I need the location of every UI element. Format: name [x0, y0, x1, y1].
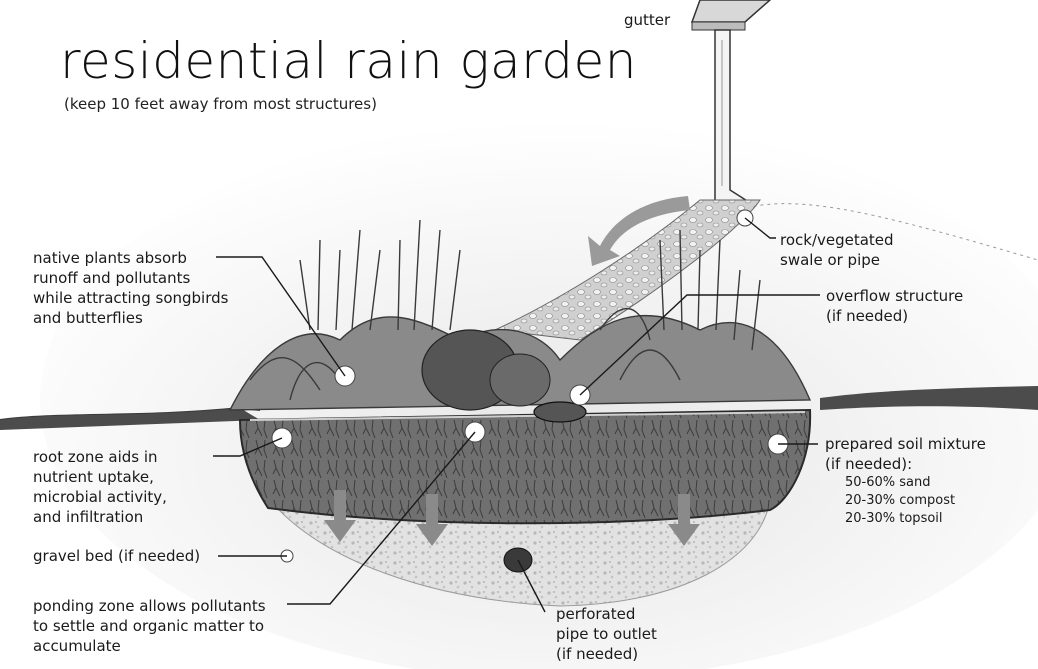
label-ponding-zone: ponding zone allows pollutants to settle…: [33, 596, 266, 656]
label-line: 50-60% sand: [825, 474, 986, 492]
label-overflow: overflow structure (if needed): [826, 286, 963, 326]
label-rock-swale: rock/vegetated swale or pipe: [780, 230, 894, 270]
label-line: 20-30% topsoil: [825, 510, 986, 528]
label-line: prepared soil mixture: [825, 434, 986, 454]
label-line: while attracting songbirds: [33, 288, 228, 308]
label-line: (if needed): [556, 644, 657, 664]
label-line: runoff and pollutants: [33, 268, 228, 288]
label-line: ponding zone allows pollutants: [33, 596, 266, 616]
label-native-plants: native plants absorb runoff and pollutan…: [33, 248, 228, 328]
label-line: swale or pipe: [780, 250, 894, 270]
label-line: nutrient uptake,: [33, 467, 167, 487]
label-gutter: gutter: [624, 10, 670, 30]
label-line: accumulate: [33, 636, 266, 656]
page-title: residential rain garden: [60, 32, 637, 90]
page-subtitle: (keep 10 feet away from most structures): [64, 95, 377, 113]
label-line: and infiltration: [33, 507, 167, 527]
label-line: (if needed): [826, 306, 963, 326]
label-line: microbial activity,: [33, 487, 167, 507]
label-line: and butterflies: [33, 308, 228, 328]
shrub-right: [490, 354, 550, 406]
label-line: rock/vegetated: [780, 230, 894, 250]
label-line: root zone aids in: [33, 447, 167, 467]
label-line: pipe to outlet: [556, 624, 657, 644]
soil-basin: [240, 410, 810, 523]
label-line: 20-30% compost: [825, 492, 986, 510]
label-root-zone: root zone aids in nutrient uptake, micro…: [33, 447, 167, 527]
label-line: native plants absorb: [33, 248, 228, 268]
label-line: perforated: [556, 604, 657, 624]
label-line: to settle and organic matter to: [33, 616, 266, 636]
label-perforated-pipe: perforated pipe to outlet (if needed): [556, 604, 657, 664]
label-soil-mixture: prepared soil mixture (if needed): 50-60…: [825, 434, 986, 528]
label-gravel-bed: gravel bed (if needed): [33, 546, 200, 566]
house-roof: [692, 0, 770, 30]
label-line: (if needed):: [825, 454, 986, 474]
label-line: overflow structure: [826, 286, 963, 306]
